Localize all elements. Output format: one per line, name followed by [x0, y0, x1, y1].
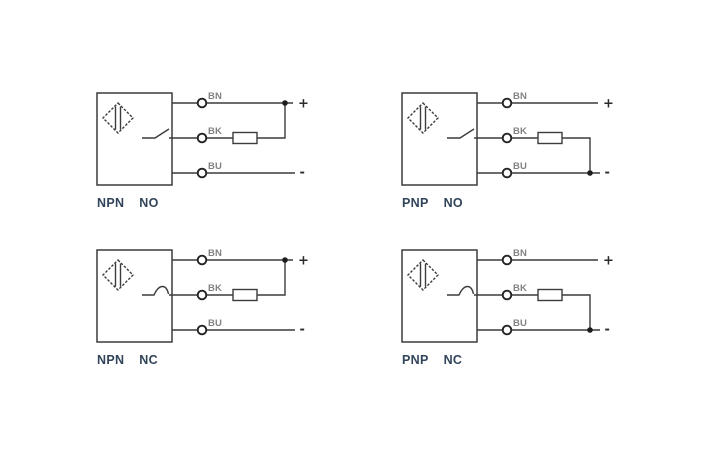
load-resistor — [232, 131, 258, 145]
bu-label: BU — [513, 161, 527, 172]
bu-label: BU — [208, 161, 222, 172]
diagram-title-contact: NC — [443, 353, 463, 367]
junction-dot — [282, 100, 288, 106]
positive-terminal-label: + — [298, 97, 309, 112]
bu-label: BU — [208, 318, 222, 329]
diagram-panel-npn-no: BN BK BU + - NPN NO — [85, 85, 320, 235]
diagram-title: NPN NO — [97, 196, 159, 210]
contact-nc-icon — [142, 285, 170, 296]
negative-terminal-label: - — [300, 323, 305, 338]
diagram-panel-pnp-nc: BN BK BU + - PNP NC — [390, 242, 625, 392]
bk-terminal — [501, 289, 513, 301]
bk-label: BK — [208, 283, 222, 294]
schematic-npn-nc: BN BK BU + - — [96, 248, 309, 343]
diagram-title: PNP NO — [402, 196, 463, 210]
bu-terminal — [196, 167, 208, 179]
bk-wire — [169, 103, 286, 139]
diagram-title-contact: NC — [139, 353, 158, 367]
bu-terminal — [196, 324, 208, 336]
load-resistor — [537, 131, 563, 145]
bk-terminal — [196, 289, 208, 301]
contact-no-icon — [447, 128, 475, 139]
bn-label: BN — [513, 91, 527, 102]
sensor-body — [96, 249, 173, 343]
schematic-pnp-nc: BN BK BU + - — [401, 248, 614, 343]
bn-terminal — [501, 254, 513, 266]
schematic-pnp-no: BN BK BU + - — [401, 91, 614, 186]
junction-dot — [587, 327, 593, 333]
negative-terminal-label: - — [605, 166, 610, 181]
diagram-panel-npn-nc: BN BK BU + - NPN NC — [85, 242, 320, 392]
bk-label: BK — [513, 126, 527, 137]
bk-wire — [169, 260, 286, 296]
bn-terminal — [196, 254, 208, 266]
negative-terminal-label: - — [300, 166, 305, 181]
contact-nc-icon — [447, 285, 475, 296]
bk-label: BK — [513, 283, 527, 294]
bn-terminal — [196, 97, 208, 109]
proximity-sensor-icon — [407, 102, 439, 134]
proximity-sensor-icon — [102, 259, 134, 291]
diagram-title-contact: NO — [443, 196, 463, 210]
bk-wire — [474, 137, 591, 173]
positive-terminal-label: + — [603, 97, 614, 112]
bk-label: BK — [208, 126, 222, 137]
bu-terminal — [501, 167, 513, 179]
bk-wire — [474, 294, 591, 330]
bn-terminal — [501, 97, 513, 109]
proximity-sensor-icon — [102, 102, 134, 134]
diagram-title-type: PNP — [402, 196, 429, 210]
negative-terminal-label: - — [605, 323, 610, 338]
bu-terminal — [501, 324, 513, 336]
proximity-sensor-icon — [407, 259, 439, 291]
bk-terminal — [501, 132, 513, 144]
schematic-npn-no: BN BK BU + - — [96, 91, 309, 186]
diagram-title-type: NPN — [97, 196, 125, 210]
diagram-title: PNP NC — [402, 353, 462, 367]
sensor-body — [401, 92, 478, 186]
junction-dot — [587, 170, 593, 176]
bn-label: BN — [513, 248, 527, 259]
bn-label: BN — [208, 91, 222, 102]
sensor-body — [401, 249, 478, 343]
load-resistor — [232, 288, 258, 302]
sensor-body — [96, 92, 173, 186]
diagram-title-type: PNP — [402, 353, 429, 367]
bk-terminal — [196, 132, 208, 144]
bn-label: BN — [208, 248, 222, 259]
junction-dot — [282, 257, 288, 263]
diagram-title-type: NPN — [97, 353, 125, 367]
positive-terminal-label: + — [298, 254, 309, 269]
diagram-title-contact: NO — [139, 196, 159, 210]
load-resistor — [537, 288, 563, 302]
bu-label: BU — [513, 318, 527, 329]
positive-terminal-label: + — [603, 254, 614, 269]
diagram-panel-pnp-no: BN BK BU + - PNP NO — [390, 85, 625, 235]
contact-no-icon — [142, 128, 170, 139]
diagram-title: NPN NC — [97, 353, 158, 367]
